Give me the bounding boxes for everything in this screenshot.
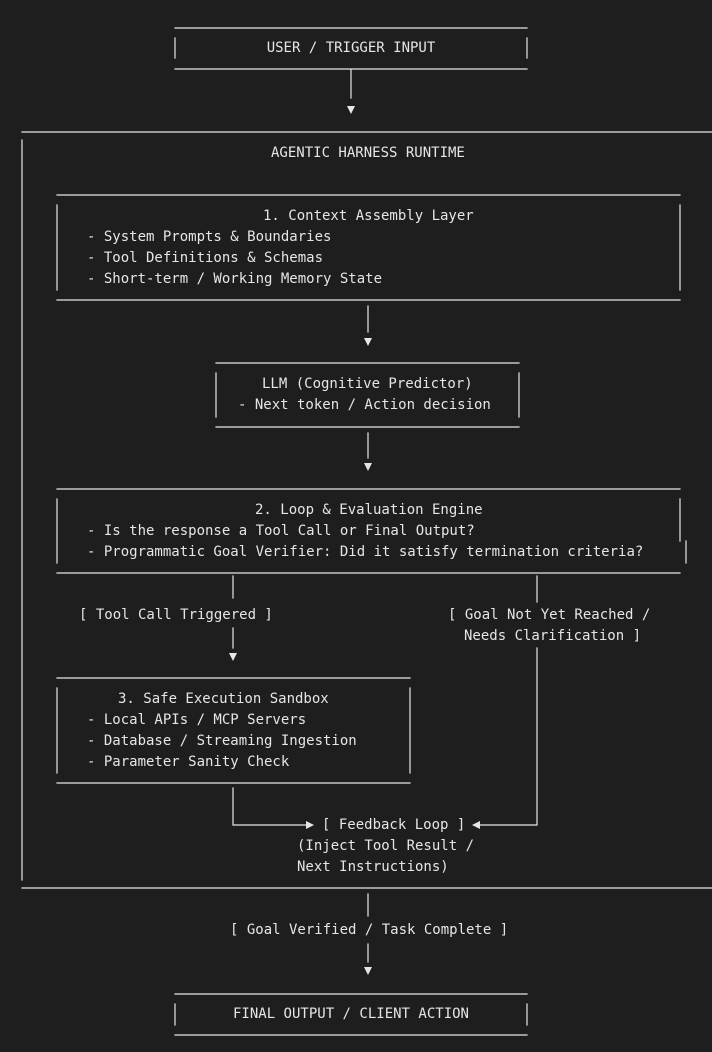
edge-goal-label-down bbox=[479, 647, 538, 826]
context-title: 1. Context Assembly Layer bbox=[263, 208, 474, 224]
goal-not-reached-label: Needs Clarification ] bbox=[464, 628, 642, 644]
arrow-head-feedback-left bbox=[306, 821, 314, 829]
arrow-head-feedback-right bbox=[472, 821, 480, 829]
runtime-title: AGENTIC HARNESS RUNTIME bbox=[271, 145, 465, 161]
llm-title: LLM (Cognitive Predictor) bbox=[262, 376, 473, 392]
context-item: - System Prompts & Boundaries bbox=[87, 229, 332, 245]
sandbox-item: - Database / Streaming Ingestion bbox=[87, 733, 357, 749]
sandbox-box bbox=[56, 677, 411, 784]
context-item: - Tool Definitions & Schemas bbox=[87, 250, 324, 266]
runtime-container bbox=[21, 131, 712, 889]
arrow-head-loop bbox=[364, 463, 372, 471]
loop-box bbox=[56, 488, 687, 574]
llm-item: - Next token / Action decision bbox=[238, 397, 491, 413]
sandbox-item: - Local APIs / MCP Servers bbox=[87, 712, 307, 728]
user-input-box bbox=[174, 27, 528, 70]
arrow-head-sandbox bbox=[229, 653, 237, 661]
goal-verified-label: [ Goal Verified / Task Complete ] bbox=[230, 922, 509, 938]
final-output-label: FINAL OUTPUT / CLIENT ACTION bbox=[232, 1006, 469, 1022]
loop-item: - Programmatic Goal Verifier: Did it sat… bbox=[87, 544, 644, 560]
sandbox-title: 3. Safe Execution Sandbox bbox=[118, 691, 329, 707]
feedback-note: Next Instructions) bbox=[297, 859, 449, 875]
tool-call-label: [ Tool Call Triggered ] bbox=[79, 607, 273, 623]
feedback-loop-label: [ Feedback Loop ] bbox=[322, 817, 466, 833]
feedback-note: (Inject Tool Result / bbox=[297, 838, 475, 854]
edge-sandbox-to-feedback bbox=[232, 787, 307, 826]
loop-item: - Is the response a Tool Call or Final O… bbox=[87, 523, 475, 539]
llm-box bbox=[215, 362, 520, 428]
arrow-head-llm bbox=[364, 338, 372, 346]
arrow-head-runtime bbox=[347, 106, 355, 114]
context-item: - Short-term / Working Memory State bbox=[87, 271, 383, 287]
final-output-box bbox=[174, 993, 528, 1036]
arrow-head-output bbox=[364, 967, 372, 975]
goal-not-reached-label: [ Goal Not Yet Reached / bbox=[448, 607, 651, 623]
sandbox-item: - Parameter Sanity Check bbox=[87, 754, 290, 770]
context-box bbox=[56, 194, 681, 301]
loop-title: 2. Loop & Evaluation Engine bbox=[255, 502, 483, 518]
user-input-label: USER / TRIGGER INPUT bbox=[266, 40, 436, 56]
